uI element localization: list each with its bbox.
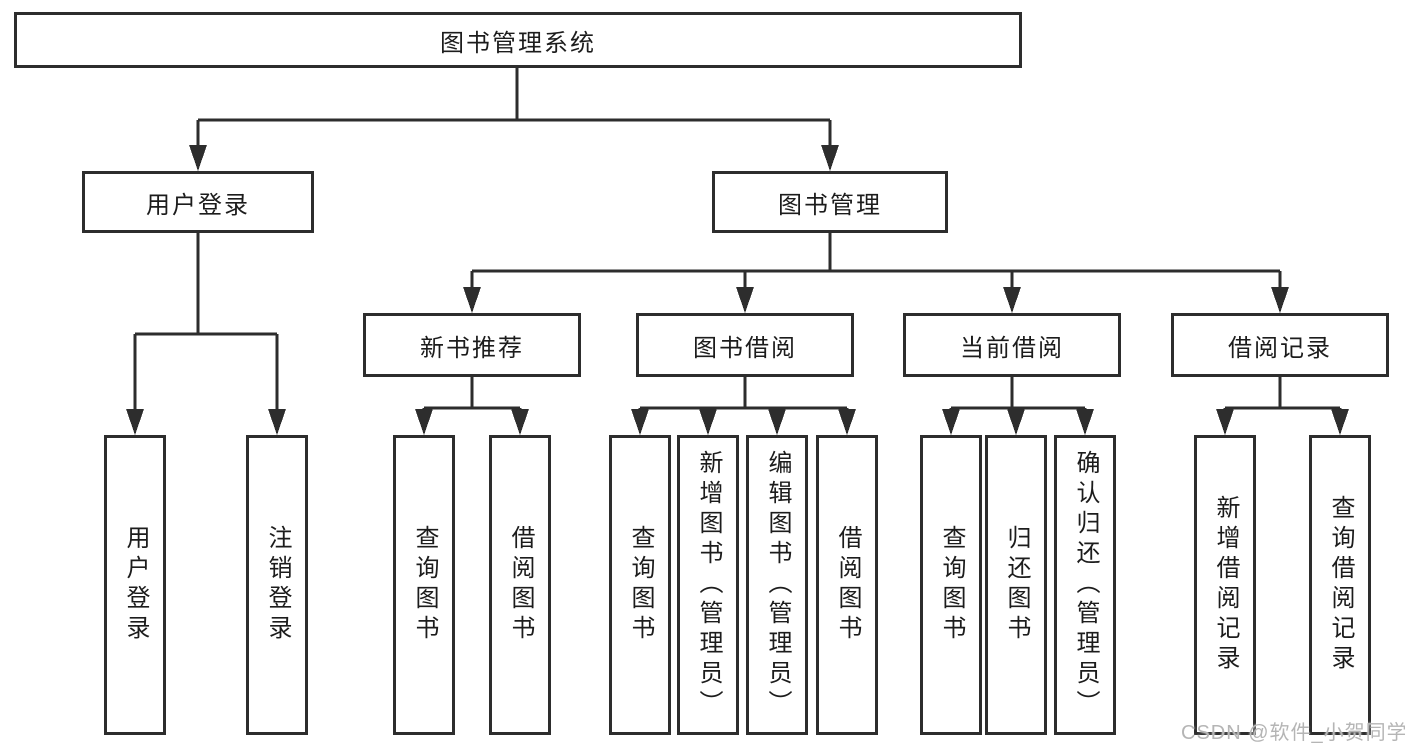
node-new-book-recommend: 新书推荐 (363, 313, 581, 377)
connector-borrow-children (631, 377, 856, 435)
leaf-records-query-record: 查询借阅记录 (1309, 435, 1371, 735)
connector-records-children (1216, 377, 1349, 435)
connector-recommend-children (415, 377, 529, 435)
node-root: 图书管理系统 (14, 12, 1022, 68)
connector-root-to-level2 (189, 68, 839, 171)
leaf-user-login: 用户登录 (104, 435, 166, 735)
leaf-borrow-borrow-books: 借阅图书 (816, 435, 878, 735)
leaf-recommend-query-books: 查询图书 (393, 435, 455, 735)
leaf-records-add-record: 新增借阅记录 (1194, 435, 1256, 735)
node-user-login: 用户登录 (82, 171, 314, 233)
leaf-recommend-borrow-books: 借阅图书 (489, 435, 551, 735)
leaf-borrow-add-books-admin: 新增图书（管理员） (677, 435, 739, 735)
node-borrow-records: 借阅记录 (1171, 313, 1389, 377)
leaf-logout: 注销登录 (246, 435, 308, 735)
node-current-borrow: 当前借阅 (903, 313, 1121, 377)
node-book-management: 图书管理 (712, 171, 948, 233)
connector-user-login-children (126, 233, 286, 435)
leaf-borrow-edit-books-admin: 编辑图书（管理员） (746, 435, 808, 735)
leaf-current-return-books: 归还图书 (985, 435, 1047, 735)
connector-current-children (942, 377, 1094, 435)
connector-book-management-children (463, 233, 1289, 313)
csdn-watermark: CSDN @软件_小贺同学 (1181, 722, 1405, 744)
node-book-borrow: 图书借阅 (636, 313, 854, 377)
leaf-borrow-query-books: 查询图书 (609, 435, 671, 735)
leaf-current-query-books: 查询图书 (920, 435, 982, 735)
leaf-current-confirm-return-admin: 确认归还（管理员） (1054, 435, 1116, 735)
